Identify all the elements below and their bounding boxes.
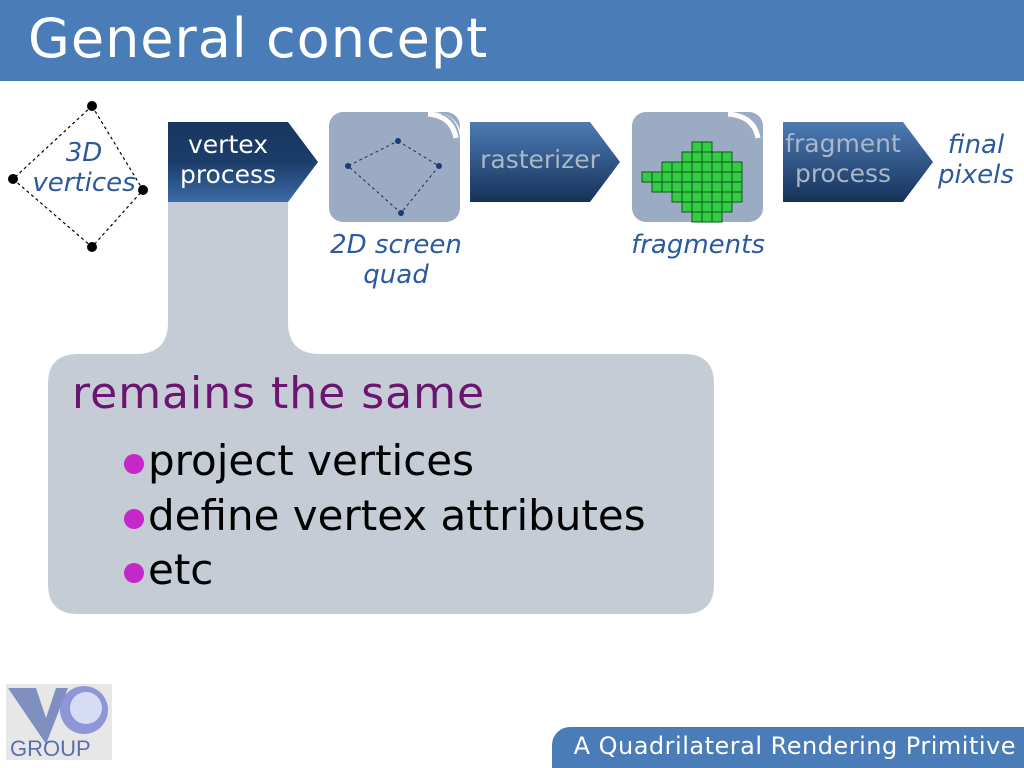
fragment-cell xyxy=(691,151,703,163)
rasterizer-label: rasterizer xyxy=(480,145,600,174)
fragment-cell xyxy=(661,161,673,173)
bullet-item: etc xyxy=(124,545,213,594)
fragment-cell xyxy=(711,191,723,203)
fragment-cell xyxy=(701,191,713,203)
fragment-cell xyxy=(671,191,683,203)
input-label: 3D vertices xyxy=(32,138,136,198)
fragment-process-arrow xyxy=(783,122,933,202)
fragment-cell xyxy=(701,181,713,193)
fragment-cell xyxy=(731,191,743,203)
fragment-cell xyxy=(691,141,703,153)
fragment-cell xyxy=(731,171,743,183)
fragment-cell xyxy=(721,171,733,183)
fragment-cell xyxy=(721,151,733,163)
fragment-cell xyxy=(681,171,693,183)
fragment-process-label: fragment process xyxy=(785,129,901,188)
pipeline-diagram xyxy=(8,101,933,614)
fragment-cell xyxy=(681,191,693,203)
footer-title: A Quadrilateral Rendering Primitive xyxy=(573,732,1016,760)
fragment-cell xyxy=(721,191,733,203)
fragment-cell xyxy=(721,161,733,173)
fragment-cell xyxy=(691,191,703,203)
bullet-item: define vertex attributes xyxy=(124,491,646,540)
vertex-process-label: vertex process xyxy=(179,130,277,189)
fragment-cell xyxy=(711,211,723,223)
rasterizer-arrow xyxy=(470,122,620,202)
fragment-cell xyxy=(691,201,703,213)
fragment-cell xyxy=(711,171,723,183)
fragment-cell xyxy=(691,171,703,183)
vertices-diamond xyxy=(8,101,148,252)
fragment-cell xyxy=(681,181,693,193)
fragment-cell xyxy=(681,151,693,163)
fragment-cell xyxy=(721,201,733,213)
screen-quad-box xyxy=(329,111,460,222)
fragment-cell xyxy=(691,211,703,223)
fragment-cell xyxy=(701,141,713,153)
page-title: General concept xyxy=(28,7,489,70)
fragments-label: fragments xyxy=(631,230,765,260)
fragment-cell xyxy=(731,161,743,173)
fragment-cell xyxy=(701,161,713,173)
fragment-cell xyxy=(701,201,713,213)
callout-heading: remains the same xyxy=(72,368,486,419)
fragment-cell xyxy=(721,181,733,193)
output-label: final pixels xyxy=(938,130,1014,190)
title-bar: General concept xyxy=(0,0,1024,81)
fragment-cell xyxy=(701,151,713,163)
fragment-cell xyxy=(701,211,713,223)
vertex-process-arrow xyxy=(168,122,318,202)
bullet-dot xyxy=(124,453,144,474)
screen-quad-label: 2D screen quad xyxy=(330,230,462,290)
bullet-dot xyxy=(124,562,144,583)
footer-bar: A Quadrilateral Rendering Primitive xyxy=(552,727,1024,768)
logo-text: GROUP xyxy=(10,736,91,760)
bullet-item: project vertices xyxy=(124,436,474,485)
fragment-cell xyxy=(641,171,653,183)
callout-balloon xyxy=(48,200,714,614)
fragment-cell xyxy=(711,181,723,193)
fragment-cell xyxy=(691,181,703,193)
fragment-cell xyxy=(671,161,683,173)
vc-group-logo: GROUP xyxy=(6,684,112,761)
fragment-cell xyxy=(711,161,723,173)
fragment-cell xyxy=(711,151,723,163)
fragment-cell xyxy=(681,161,693,173)
fragments-box xyxy=(632,111,763,223)
fragment-cell xyxy=(681,201,693,213)
fragment-cell xyxy=(671,171,683,183)
fragment-cell xyxy=(731,181,743,193)
fragment-cell xyxy=(651,181,663,193)
bullet-dot xyxy=(124,508,144,529)
fragment-cell xyxy=(661,181,673,193)
fragment-cell xyxy=(701,171,713,183)
fragment-cell xyxy=(661,171,673,183)
fragment-cell xyxy=(711,201,723,213)
fragment-cell xyxy=(651,171,663,183)
fragment-cell xyxy=(671,181,683,193)
fragment-cell xyxy=(691,161,703,173)
